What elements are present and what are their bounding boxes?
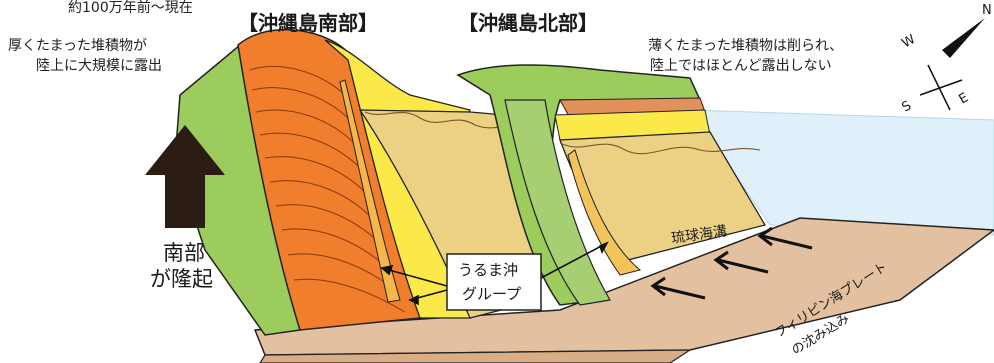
callout-pointers: [380, 241, 609, 306]
compass-e: E: [957, 90, 972, 107]
north-green-stripe: [504, 99, 611, 306]
uplift-line2: が隆起: [150, 267, 213, 291]
group-label-line1: うるま沖: [458, 261, 518, 279]
timeline-fragment: 約100万年前〜現在: [68, 0, 193, 16]
north-note-line2: 陸上ではほとんど露出しない: [650, 58, 832, 74]
uplift-arrow: [145, 125, 225, 228]
subduction-arrows: [650, 226, 813, 300]
compass-n: N: [982, 3, 992, 18]
plate-front-face: [259, 349, 693, 363]
group-callout-box: [446, 253, 542, 311]
compass-s: S: [900, 98, 915, 115]
group-label-line2: グループ: [462, 285, 521, 303]
north-heading: 【沖縄島北部】: [458, 11, 598, 35]
north-yellow-wedge: [567, 149, 642, 276]
trench-label: 琉球海溝: [670, 223, 728, 247]
south-note-line2: 陸上に大規模に露出: [36, 58, 162, 74]
compass-w: W: [900, 32, 919, 51]
compass-icon: N W E S: [900, 3, 992, 115]
south-note-line1: 厚くたまった堆積物が: [8, 38, 147, 54]
north-surface-wavy: [559, 142, 761, 155]
south-strata-lines: [249, 66, 406, 313]
north-note-line1: 薄くたまった堆積物は削られ、: [648, 38, 843, 54]
sea-surface: [689, 109, 994, 236]
south-orange-sliver: [339, 79, 401, 303]
uplift-line1: 南部: [163, 241, 205, 265]
south-heading: 【沖縄島南部】: [238, 11, 378, 35]
